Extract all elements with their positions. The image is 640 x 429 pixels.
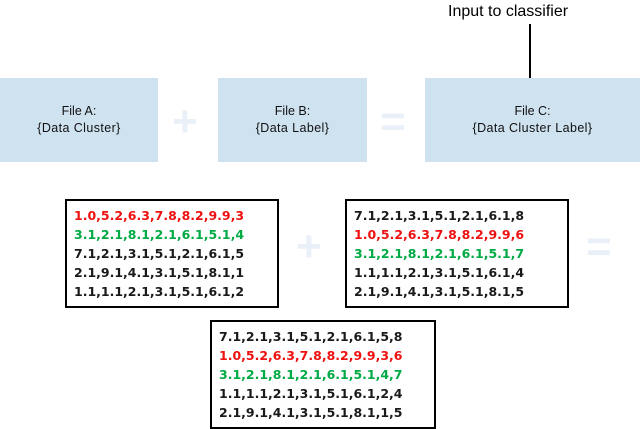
file-a-subtitle: {Data Cluster} bbox=[37, 121, 121, 135]
plus-operator-middle-icon: + bbox=[296, 222, 322, 271]
data-row: 1.1,1.1,2.1,3.1,5.1,6.1,2,4 bbox=[219, 386, 403, 401]
file-box-b: File B: {Data Label} bbox=[218, 78, 367, 162]
data-row: 3.1,2.1,8.1,2.1,6.1,5.1,7 bbox=[354, 246, 525, 261]
data-row: 1.0,5.2,6.3,7.8,8.2,9.9,3,6 bbox=[219, 348, 403, 363]
file-c-title: File C: bbox=[514, 104, 551, 118]
data-row: 1.1,1.1,2.1,3.1,5.1,6.1,2 bbox=[74, 284, 245, 299]
file-b-subtitle: {Data Label} bbox=[255, 121, 330, 135]
data-row: 2.1,9.1,4.1,3.1,5.1,8.1,1,5 bbox=[219, 405, 403, 420]
data-matrix-a: 1.0,5.2,6.3,7.8,8.2,9.9,3 3.1,2.1,8.1,2.… bbox=[65, 199, 279, 308]
file-b-title: File B: bbox=[274, 104, 311, 118]
data-matrix-b: 7.1,2.1,3.1,5.1,2.1,6.1,8 1.0,5.2,6.3,7.… bbox=[345, 199, 569, 308]
annotation-leader-line bbox=[529, 24, 531, 79]
data-row: 2.1,9.1,4.1,3.1,5.1,8.1,5 bbox=[354, 284, 525, 299]
data-matrix-c: 7.1,2.1,3.1,5.1,2.1,6.1,5,8 1.0,5.2,6.3,… bbox=[210, 320, 436, 429]
data-row: 1.1,1.1,2.1,3.1,5.1,6.1,4 bbox=[354, 265, 525, 280]
equals-operator-right-icon: = bbox=[586, 222, 612, 271]
data-row: 2.1,9.1,4.1,3.1,5.1,8.1,1 bbox=[74, 265, 245, 280]
data-row: 1.0,5.2,6.3,7.8,8.2,9.9,6 bbox=[354, 227, 525, 242]
data-row: 7.1,2.1,3.1,5.1,2.1,6.1,5 bbox=[74, 246, 245, 261]
data-row: 7.1,2.1,3.1,5.1,2.1,6.1,5,8 bbox=[219, 329, 403, 344]
input-to-classifier-annotation: Input to classifier bbox=[448, 3, 569, 20]
file-c-subtitle: {Data Cluster Label} bbox=[472, 121, 593, 135]
file-box-a: File A: {Data Cluster} bbox=[0, 78, 158, 162]
file-a-title: File A: bbox=[61, 104, 97, 118]
equals-operator-top-icon: = bbox=[380, 97, 406, 146]
data-row: 3.1,2.1,8.1,2.1,6.1,5.1,4 bbox=[74, 227, 245, 242]
data-row: 7.1,2.1,3.1,5.1,2.1,6.1,8 bbox=[354, 208, 525, 223]
plus-operator-top-icon: + bbox=[172, 97, 198, 146]
file-box-c: File C: {Data Cluster Label} bbox=[425, 78, 640, 162]
data-row: 1.0,5.2,6.3,7.8,8.2,9.9,3 bbox=[74, 208, 245, 223]
data-row: 3.1,2.1,8.1,2.1,6.1,5.1,4,7 bbox=[219, 367, 403, 382]
